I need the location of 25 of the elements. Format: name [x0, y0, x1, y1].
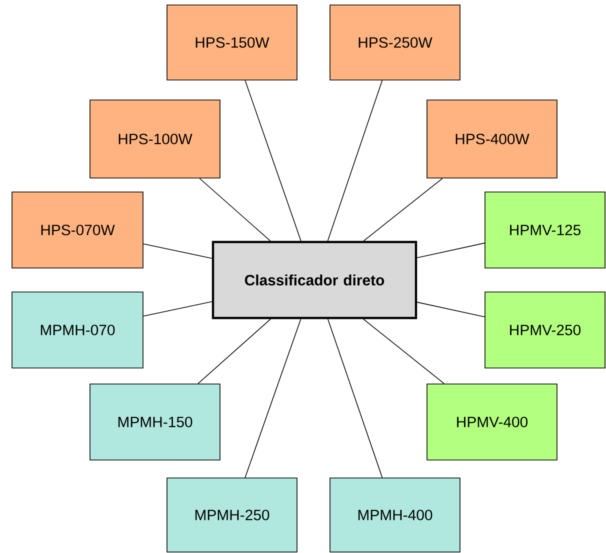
connector-line [416, 242, 485, 258]
category-box: HPS-100W [90, 100, 220, 178]
category-box: MPMH-250 [166, 478, 298, 552]
connector-line [199, 178, 271, 242]
connector-line [244, 318, 302, 478]
center-box: Classificador direto [212, 240, 418, 320]
category-box: HPS-250W [330, 4, 460, 80]
connector-line [327, 80, 383, 242]
category-box: MPMH-070 [12, 292, 144, 368]
connector-line [244, 80, 302, 242]
category-box: HPMV-125 [484, 192, 606, 268]
connector-line [198, 318, 271, 384]
category-box: HPS-070W [12, 192, 144, 268]
category-box: HPMV-400 [426, 384, 558, 460]
connector-line [363, 178, 443, 242]
category-box: MPMH-400 [330, 478, 460, 552]
connector-line [143, 301, 212, 316]
category-box: HPS-150W [166, 4, 298, 80]
category-box: HPMV-250 [484, 292, 606, 368]
connector-line [328, 318, 383, 478]
connector-line [143, 243, 212, 259]
category-box: MPMH-150 [90, 384, 220, 460]
connector-line [416, 302, 485, 318]
category-box: HPS-400W [426, 100, 558, 178]
connector-line [362, 318, 444, 384]
